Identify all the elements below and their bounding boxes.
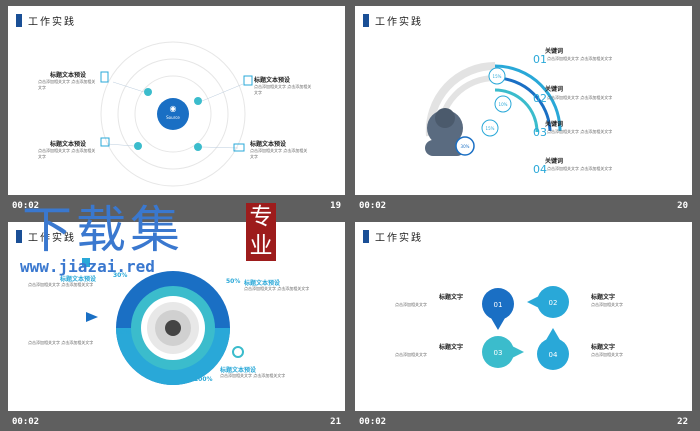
item-title-1: 标题文字: [439, 294, 464, 301]
slide-title: 工作实践: [16, 229, 76, 244]
item-title-4: 标题文本预设: [220, 367, 257, 374]
item-text-1: 点击添加相关文字 点击添加相关文字: [38, 79, 96, 90]
pct-4: 100%: [194, 376, 213, 383]
slide-number: 19: [330, 201, 341, 211]
time-label: 00:02: [12, 417, 40, 427]
item-title-1: 标题文本预设: [50, 72, 87, 79]
slide-20[interactable]: 工作实践 15% 10% 15% 30% 关键词 01 点击添加相关文字 点击添…: [355, 6, 692, 195]
svg-text:03: 03: [494, 349, 503, 357]
item-text-1: 点击添加相关文字: [395, 302, 427, 307]
item-text-2: 点击添加相关文字: [591, 302, 623, 307]
row-num-2: 02: [533, 92, 547, 105]
item-text-3: 点击添加相关文字 点击添加相关文字: [28, 340, 94, 345]
item-text-4: 点击添加相关文字: [591, 352, 623, 357]
svg-text:15%: 15%: [486, 126, 495, 131]
row-num-1: 01: [533, 53, 547, 66]
item-title-3: 标题文字: [439, 344, 464, 351]
item-text-4: 点击添加相关文字 点击添加相关文字: [250, 148, 308, 159]
keyword-1: 关键词: [545, 48, 564, 55]
slide-title: 工作实践: [363, 13, 423, 28]
svg-text:01: 01: [494, 301, 503, 309]
svg-text:◉: ◉: [170, 104, 177, 113]
item-text-2: 点击添加相关文字 点击添加相关文字: [254, 84, 312, 95]
item-title-2: 标题文字: [591, 294, 616, 301]
item-title-2: 标题文本预设: [254, 77, 291, 84]
row-text-1: 点击添加相关文字 点击添加相关文字: [547, 56, 613, 61]
slide-number: 22: [677, 417, 688, 427]
slide-21[interactable]: 工作实践 30% 50% 10% 100% 标题文本预设 点击添加相关文字 点击…: [8, 222, 345, 411]
keyword-4: 关键词: [545, 158, 564, 165]
item-title-4: 标题文字: [591, 344, 616, 351]
item-text-4: 点击添加相关文字 点击添加相关文字: [220, 373, 286, 378]
time-label: 00:02: [359, 417, 387, 427]
item-title-3: 标题文本预设: [50, 141, 87, 148]
item-title-2: 标题文本预设: [244, 280, 281, 287]
item-title-1: 标题文本预设: [60, 276, 97, 283]
slide-toolbar-22[interactable]: 00:02 22: [355, 413, 692, 431]
slide-number: 21: [330, 417, 341, 427]
row-num-3: 03: [533, 126, 547, 139]
svg-text:02: 02: [549, 299, 558, 307]
slide-22[interactable]: 工作实践 01 02 03 04 标题文字 点击添加相关文字 标题文字 点击添加…: [355, 222, 692, 411]
watermark-seal: 专业: [246, 203, 276, 261]
bubble-diagram: 01 02 03 04: [482, 286, 569, 370]
watermark-title: 下载集: [22, 201, 184, 259]
watermark-url: www.jiazai.red: [20, 257, 155, 276]
svg-text:15%: 15%: [493, 74, 502, 79]
row-num-4: 04: [533, 163, 547, 176]
pct-2: 50%: [226, 278, 241, 285]
slide-title: 工作实践: [363, 229, 423, 244]
pct-3: 10%: [116, 329, 131, 336]
keyword-3: 关键词: [545, 121, 564, 128]
time-label: 00:02: [359, 201, 387, 211]
slide-19[interactable]: 工作实践 Source ◉ 标题文本预设 点击添加相关文字 点击添加相关文字 标…: [8, 6, 345, 195]
row-text-4: 点击添加相关文字 点击添加相关文字: [547, 166, 613, 171]
svg-text:04: 04: [549, 351, 558, 359]
time-label: 00:02: [12, 201, 40, 211]
keyword-2: 关键词: [545, 86, 564, 93]
slide-toolbar-21[interactable]: 00:02 21: [8, 413, 345, 431]
svg-text:30%: 30%: [461, 144, 470, 149]
slide-toolbar-20[interactable]: 00:02 20: [355, 197, 692, 215]
pct-1: 30%: [113, 272, 128, 279]
svg-text:10%: 10%: [499, 102, 508, 107]
item-text-2: 点击添加相关文字 点击添加相关文字: [244, 286, 310, 291]
item-text-3: 点击添加相关文字: [395, 352, 427, 357]
source-diagram: Source ◉: [100, 41, 253, 187]
ring-chart: 15% 10% 15% 30%: [425, 61, 562, 156]
slide-title: 工作实践: [16, 13, 76, 28]
row-text-2: 点击添加相关文字 点击添加相关文字: [547, 95, 613, 100]
item-text-3: 点击添加相关文字 点击添加相关文字: [38, 148, 96, 159]
item-title-4: 标题文本预设: [250, 141, 287, 148]
center-label: Source: [166, 115, 180, 120]
item-text-1: 点击添加相关文字 点击添加相关文字: [28, 282, 94, 287]
row-text-3: 点击添加相关文字 点击添加相关文字: [547, 129, 613, 134]
donut-chart: [82, 258, 244, 385]
slide-number: 20: [677, 201, 688, 211]
